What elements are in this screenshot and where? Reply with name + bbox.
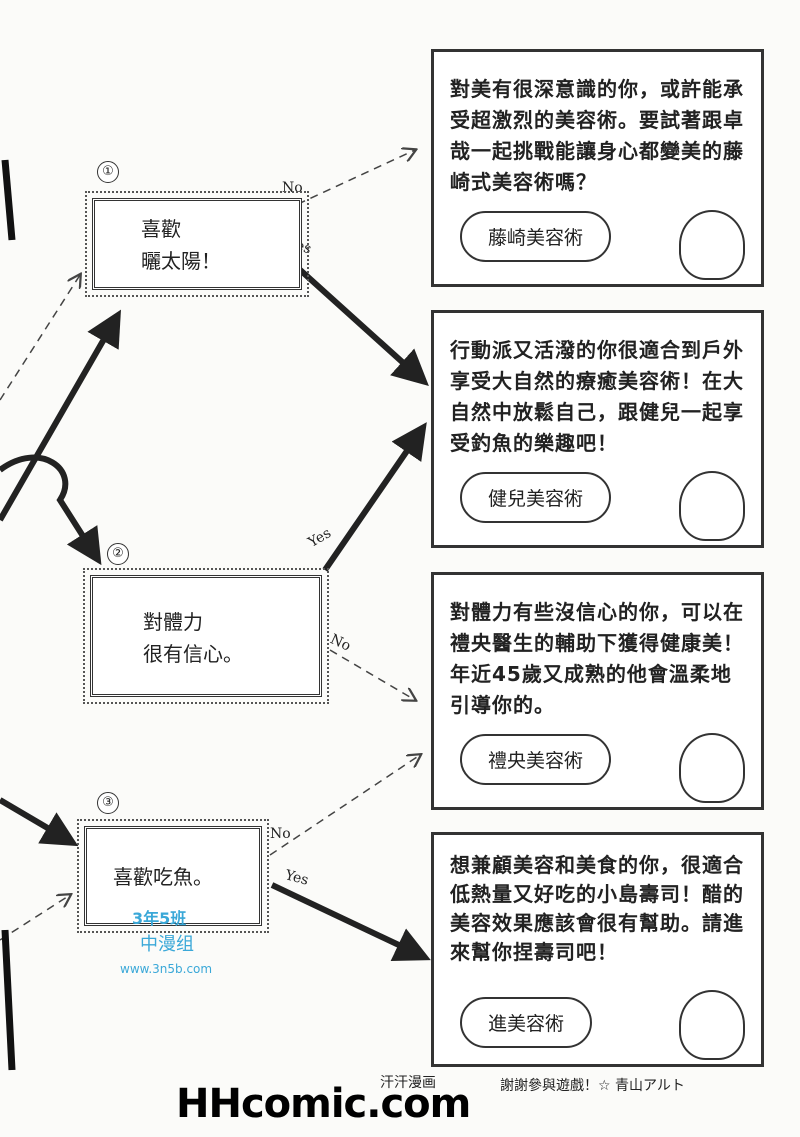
- site-watermark: HHcomic.com: [176, 1081, 471, 1127]
- edge-label-no: No: [270, 826, 291, 842]
- arrow-3-no: [269, 755, 420, 856]
- question-number: ③: [97, 792, 119, 814]
- question-number: ①: [97, 161, 119, 183]
- result-label: 禮央美容術: [460, 734, 612, 785]
- question-box-1: 喜歡 曬太陽！: [85, 191, 309, 297]
- binding-edge-marks: [1, 159, 16, 1071]
- result-panel-fujisaki: 對美有很深意識的你，或許能承受超激烈的美容術。要試著跟卓哉一起挑戰能讓身心都變美…: [431, 49, 764, 287]
- character-illustration: [679, 733, 745, 803]
- result-text: 對體力有些沒信心的你，可以在禮央醫生的輔助下獲得健康美！年近45歲又成熟的他會溫…: [450, 600, 744, 717]
- question-box-3: 喜歡吃魚。: [77, 819, 269, 933]
- edge-label-no: No: [282, 180, 303, 196]
- group-watermark-url: www.3n5b.com: [120, 962, 213, 976]
- character-illustration: [679, 990, 745, 1060]
- arrow-start-dashed: [0, 895, 70, 941]
- group-watermark-cn: 中漫组: [140, 934, 194, 955]
- site-watermark-cn: 汗汗漫画: [380, 1075, 436, 1091]
- arrow-start-1: [0, 309, 121, 522]
- result-panel-reo: 對體力有些沒信心的你，可以在禮央醫生的輔助下獲得健康美！年近45歲又成熟的他會溫…: [431, 572, 764, 810]
- question-box-2: 對體力 很有信心。: [83, 568, 329, 704]
- arrow-2-yes: [322, 422, 427, 572]
- arrow-2-no: [329, 649, 415, 700]
- result-text: 行動派又活潑的你很適合到戶外享受大自然的療癒美容術！在大自然中放鬆自己，跟健兒一…: [450, 338, 744, 455]
- arrow-start-dashed: [0, 275, 80, 401]
- arrow-3-yes: [270, 882, 431, 962]
- result-text: 想兼顧美容和美食的你，很適合低熱量又好吃的小島壽司！醋的美容效果應該會很有幫助。…: [450, 853, 744, 964]
- result-text: 對美有很深意識的你，或許能承受超激烈的美容術。要試著跟卓哉一起挑戰能讓身心都變美…: [450, 77, 744, 194]
- group-watermark: 3年5班: [132, 909, 187, 928]
- question-number: ②: [107, 543, 129, 565]
- question-text: 喜歡吃魚。: [113, 865, 213, 889]
- character-illustration: [679, 471, 745, 541]
- arrow-1-no: [284, 150, 415, 211]
- character-illustration: [679, 210, 745, 280]
- question-text: 對體力 很有信心。: [143, 610, 243, 666]
- result-panel-susumu: 想兼顧美容和美食的你，很適合低熱量又好吃的小島壽司！醋的美容效果應該會很有幫助。…: [431, 832, 764, 1067]
- result-label: 藤崎美容術: [460, 211, 612, 262]
- result-label: 健兒美容術: [460, 472, 612, 523]
- arrow-start-2: [0, 454, 102, 566]
- author-thanks: 謝謝參與遊戲！☆ 青山アルト: [500, 1078, 685, 1094]
- arrow-start-3: [0, 797, 79, 847]
- question-text: 喜歡 曬太陽！: [141, 217, 221, 273]
- result-panel-kenji: 行動派又活潑的你很適合到戶外享受大自然的療癒美容術！在大自然中放鬆自己，跟健兒一…: [431, 310, 764, 548]
- result-label: 進美容術: [460, 997, 593, 1048]
